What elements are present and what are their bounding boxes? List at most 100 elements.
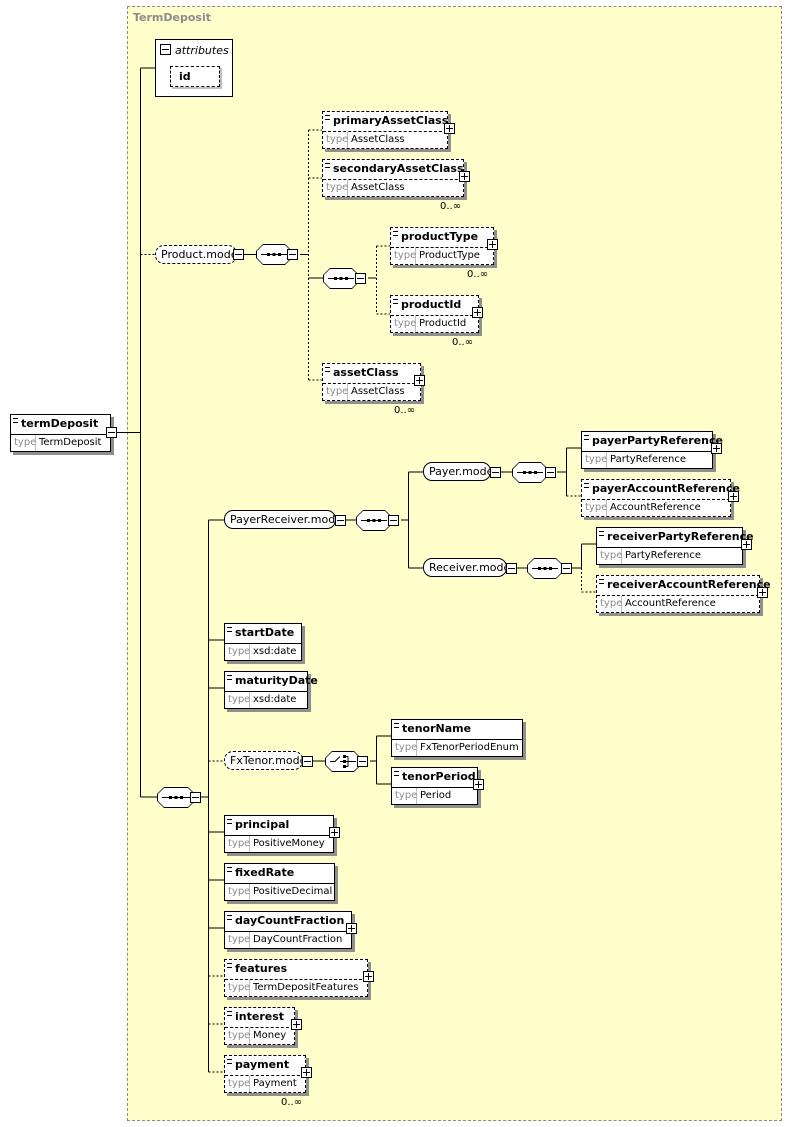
type-key: type: [225, 1028, 250, 1044]
element-type: Payment: [253, 1078, 297, 1089]
element-type: xsd:date: [253, 646, 297, 657]
collapse-minus-icon[interactable]: [106, 427, 117, 438]
sequence-compositor-icon[interactable]: [527, 558, 563, 579]
expand-plus-icon[interactable]: [757, 587, 768, 598]
element-type: AccountReference: [610, 502, 701, 513]
type-key: type: [392, 788, 417, 804]
group-fx-tenor-model[interactable]: FxTenor.model: [224, 751, 309, 770]
collapse-minus-icon[interactable]: [357, 756, 368, 767]
sequence-compositor-icon[interactable]: [323, 268, 359, 289]
cardinality: 0..∞: [452, 337, 474, 348]
expand-plus-icon[interactable]: [363, 971, 374, 982]
element-type: ProductType: [419, 250, 480, 261]
group-product-model[interactable]: Product.model: [155, 245, 241, 264]
type-key: type: [582, 452, 607, 468]
type-key: type: [597, 596, 622, 612]
group-payer-model[interactable]: Payer.model: [423, 462, 496, 481]
expand-plus-icon[interactable]: [444, 123, 455, 134]
group-payer-receiver-model[interactable]: PayerReceiver.model: [224, 510, 345, 529]
type-key: type: [323, 180, 348, 196]
element-name: payment: [225, 1056, 305, 1076]
sequence-compositor-icon[interactable]: [157, 787, 195, 808]
expand-plus-icon[interactable]: [473, 779, 484, 790]
expand-plus-icon[interactable]: [459, 171, 470, 182]
type-key: type: [225, 692, 250, 708]
sequence-compositor-icon[interactable]: [512, 462, 548, 483]
type-key: type: [391, 316, 416, 332]
element-type: Money: [253, 1030, 287, 1041]
expand-plus-icon[interactable]: [329, 827, 340, 838]
expand-plus-icon[interactable]: [346, 923, 357, 934]
collapse-minus-icon[interactable]: [302, 756, 313, 767]
type-key: type: [225, 980, 250, 996]
collapse-minus-icon[interactable]: [355, 273, 366, 284]
element-type: xsd:date: [253, 694, 297, 705]
collapse-minus-icon[interactable]: [506, 563, 517, 574]
type-key: type: [225, 836, 250, 852]
element-name: tenorPeriod: [392, 768, 477, 788]
expand-plus-icon[interactable]: [291, 1019, 302, 1030]
element-type: PartyReference: [610, 454, 687, 465]
collapse-minus-icon[interactable]: [388, 515, 399, 526]
element-name: productId: [391, 296, 478, 316]
collapse-minus-icon[interactable]: [545, 467, 556, 478]
collapse-minus-icon[interactable]: [190, 792, 201, 803]
type-key: type: [225, 1076, 250, 1092]
collapse-minus-icon[interactable]: [160, 44, 171, 55]
expand-plus-icon[interactable]: [711, 443, 722, 454]
element-type: AssetClass: [351, 134, 405, 145]
collapse-minus-icon[interactable]: [490, 467, 501, 478]
group-receiver-model[interactable]: Receiver.model: [423, 558, 513, 577]
choice-compositor-icon[interactable]: [325, 751, 361, 772]
expand-plus-icon[interactable]: [414, 375, 425, 386]
collapse-minus-icon[interactable]: [561, 563, 572, 574]
element-name: secondaryAssetClass: [323, 160, 464, 180]
expand-plus-icon[interactable]: [728, 491, 739, 502]
element-type: AssetClass: [351, 182, 405, 193]
sequence-compositor-icon[interactable]: [256, 244, 292, 265]
element-name: receiverPartyReference: [597, 528, 754, 548]
element-type: Period: [420, 790, 452, 801]
frame-title: TermDeposit: [133, 11, 211, 24]
element-type: DayCountFraction: [253, 934, 343, 945]
cardinality: 0..∞: [440, 201, 462, 212]
type-key: type: [225, 884, 250, 900]
expand-plus-icon[interactable]: [472, 307, 483, 318]
expand-plus-icon[interactable]: [487, 239, 498, 250]
collapse-minus-icon[interactable]: [287, 249, 298, 260]
collapse-minus-icon[interactable]: [335, 515, 346, 526]
expand-plus-icon[interactable]: [741, 539, 752, 550]
element-name: dayCountFraction: [225, 912, 351, 932]
collapse-minus-icon[interactable]: [233, 249, 244, 260]
element-name: interest: [225, 1008, 294, 1028]
element-type: TermDeposit: [39, 437, 102, 448]
sequence-compositor-icon[interactable]: [356, 510, 392, 531]
element-type: TermDepositFeatures: [253, 982, 359, 993]
element-type: AccountReference: [625, 598, 716, 609]
expand-plus-icon[interactable]: [301, 1067, 312, 1078]
element-name: receiverAccountReference: [597, 576, 771, 596]
type-key: type: [597, 548, 622, 564]
attribute-id[interactable]: id: [170, 66, 220, 87]
